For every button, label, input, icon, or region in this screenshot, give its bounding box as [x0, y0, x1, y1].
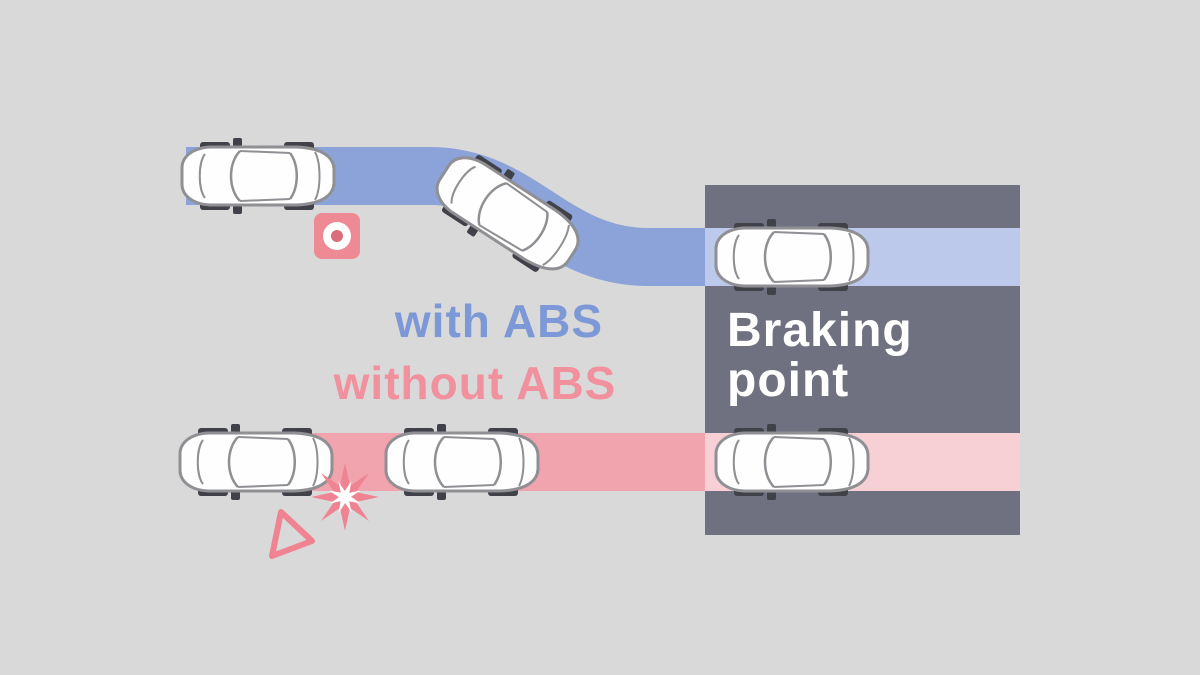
braking-point-label-line2: point — [727, 354, 849, 407]
abs-wheel-sensor-icon — [314, 213, 360, 259]
car-without-abs-locked — [384, 422, 540, 502]
with-abs-label: with ABS — [394, 295, 603, 347]
collision-burst-icon — [311, 463, 379, 531]
without-abs-label: without ABS — [333, 357, 617, 409]
car-without-abs-sliding — [178, 422, 334, 502]
car-without-abs-braking — [714, 422, 870, 502]
hazard-triangle-icon — [269, 509, 315, 559]
car-with-abs-braking — [714, 217, 870, 297]
car-with-abs-start — [180, 136, 336, 216]
braking-point-label-line1: Braking — [727, 304, 913, 357]
